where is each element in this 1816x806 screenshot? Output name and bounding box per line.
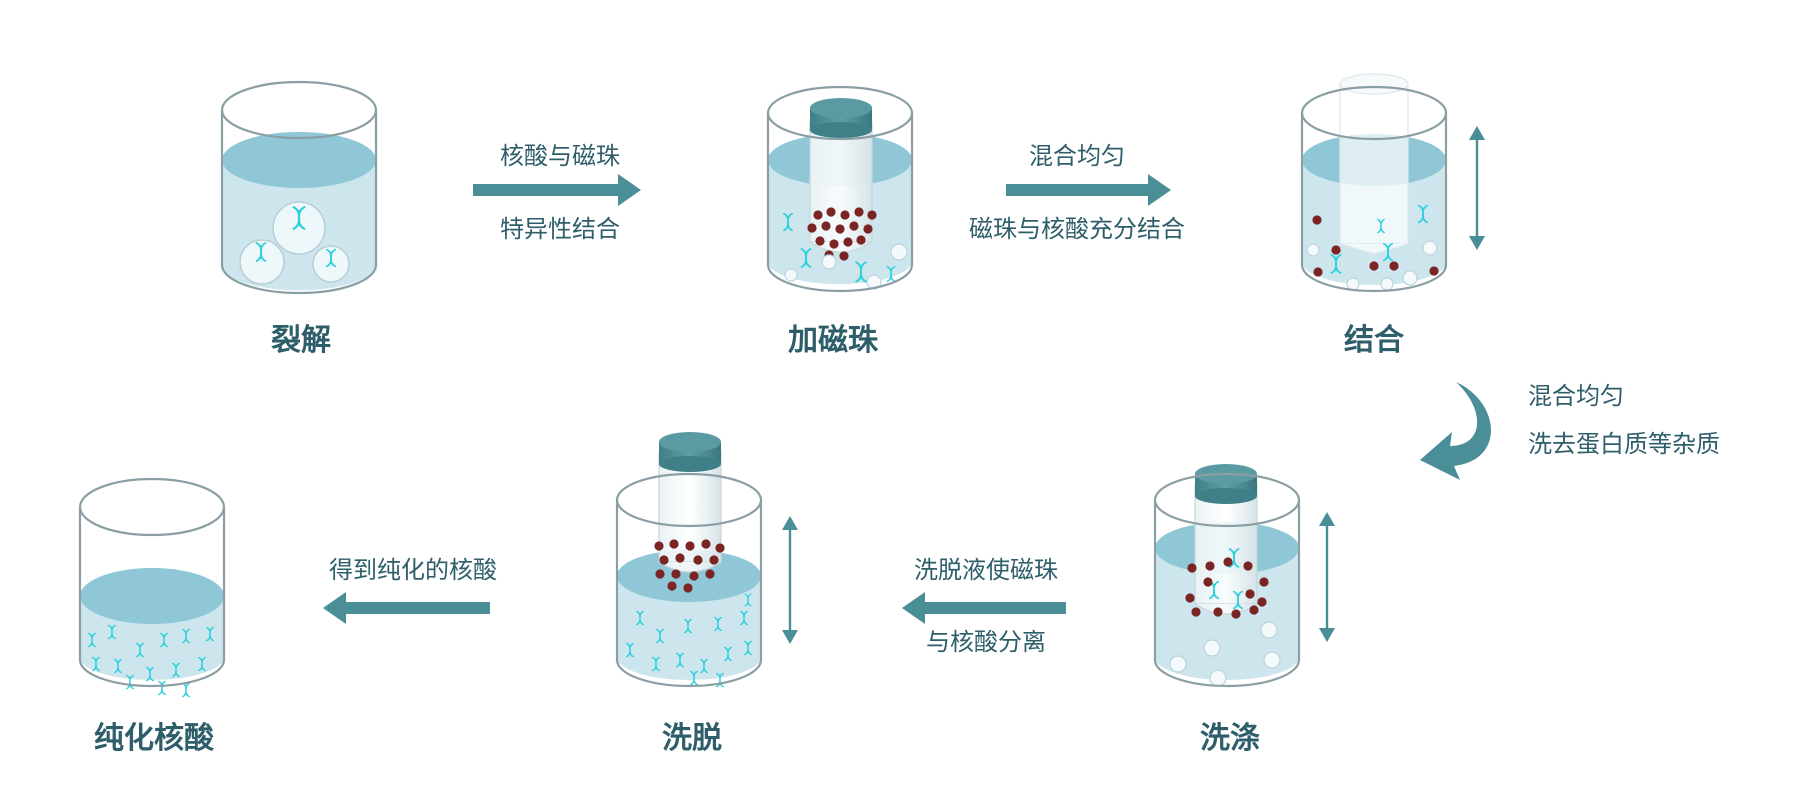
- process-arrow-icon: [473, 174, 641, 206]
- magnetic-bead-icon: [807, 207, 877, 261]
- process-arrow-icon: [1006, 174, 1171, 206]
- magnetic-rod-icon: [658, 432, 722, 573]
- beaker-washing: [1153, 464, 1301, 688]
- process-arrow-icon: [902, 592, 1066, 624]
- step-label-add-beads: 加磁珠: [788, 323, 879, 358]
- step-label-washing: 洗涤: [1200, 721, 1260, 756]
- arrow1-line1: 核酸与磁珠: [500, 142, 620, 170]
- arrow1-line2: 特异性结合: [500, 215, 620, 243]
- beaker-lysis: [220, 80, 378, 295]
- process-arrow-icon: [323, 592, 490, 624]
- arrow4-line2: 与核酸分离: [926, 628, 1046, 656]
- arrow4-line1: 洗脱液使磁珠: [914, 556, 1058, 584]
- up-down-arrow-icon: [1469, 126, 1485, 250]
- magnetic-bead-icon: [1185, 557, 1269, 619]
- beaker-elution: [615, 432, 763, 688]
- beaker-binding: [1300, 73, 1448, 293]
- magnetic-rod-icon: [1339, 73, 1409, 255]
- magnetic-bead-icon: [654, 539, 725, 593]
- step-label-lysis: 裂解: [271, 323, 331, 358]
- up-down-arrow-icon: [782, 516, 798, 644]
- arrow3-line1: 混合均匀: [1528, 382, 1624, 410]
- up-down-arrow-icon: [1319, 512, 1335, 642]
- step-label-elution: 洗脱: [662, 721, 722, 756]
- beaker-add-beads: [766, 85, 914, 293]
- step-label-purified: 纯化核酸: [94, 721, 215, 756]
- arrow2-line2: 磁珠与核酸充分结合: [969, 215, 1185, 243]
- magnetic-rod-icon: [809, 98, 873, 253]
- arrow5-line1: 得到纯化的核酸: [329, 556, 497, 584]
- beaker-purified: [78, 477, 226, 698]
- magnetic-bead-icon: [1312, 215, 1439, 277]
- arrow3-line2: 洗去蛋白质等杂质: [1528, 430, 1720, 458]
- step-label-binding: 结合: [1344, 323, 1404, 358]
- arrow2-line1: 混合均匀: [1029, 142, 1125, 170]
- process-arrow-icon: [1420, 382, 1492, 480]
